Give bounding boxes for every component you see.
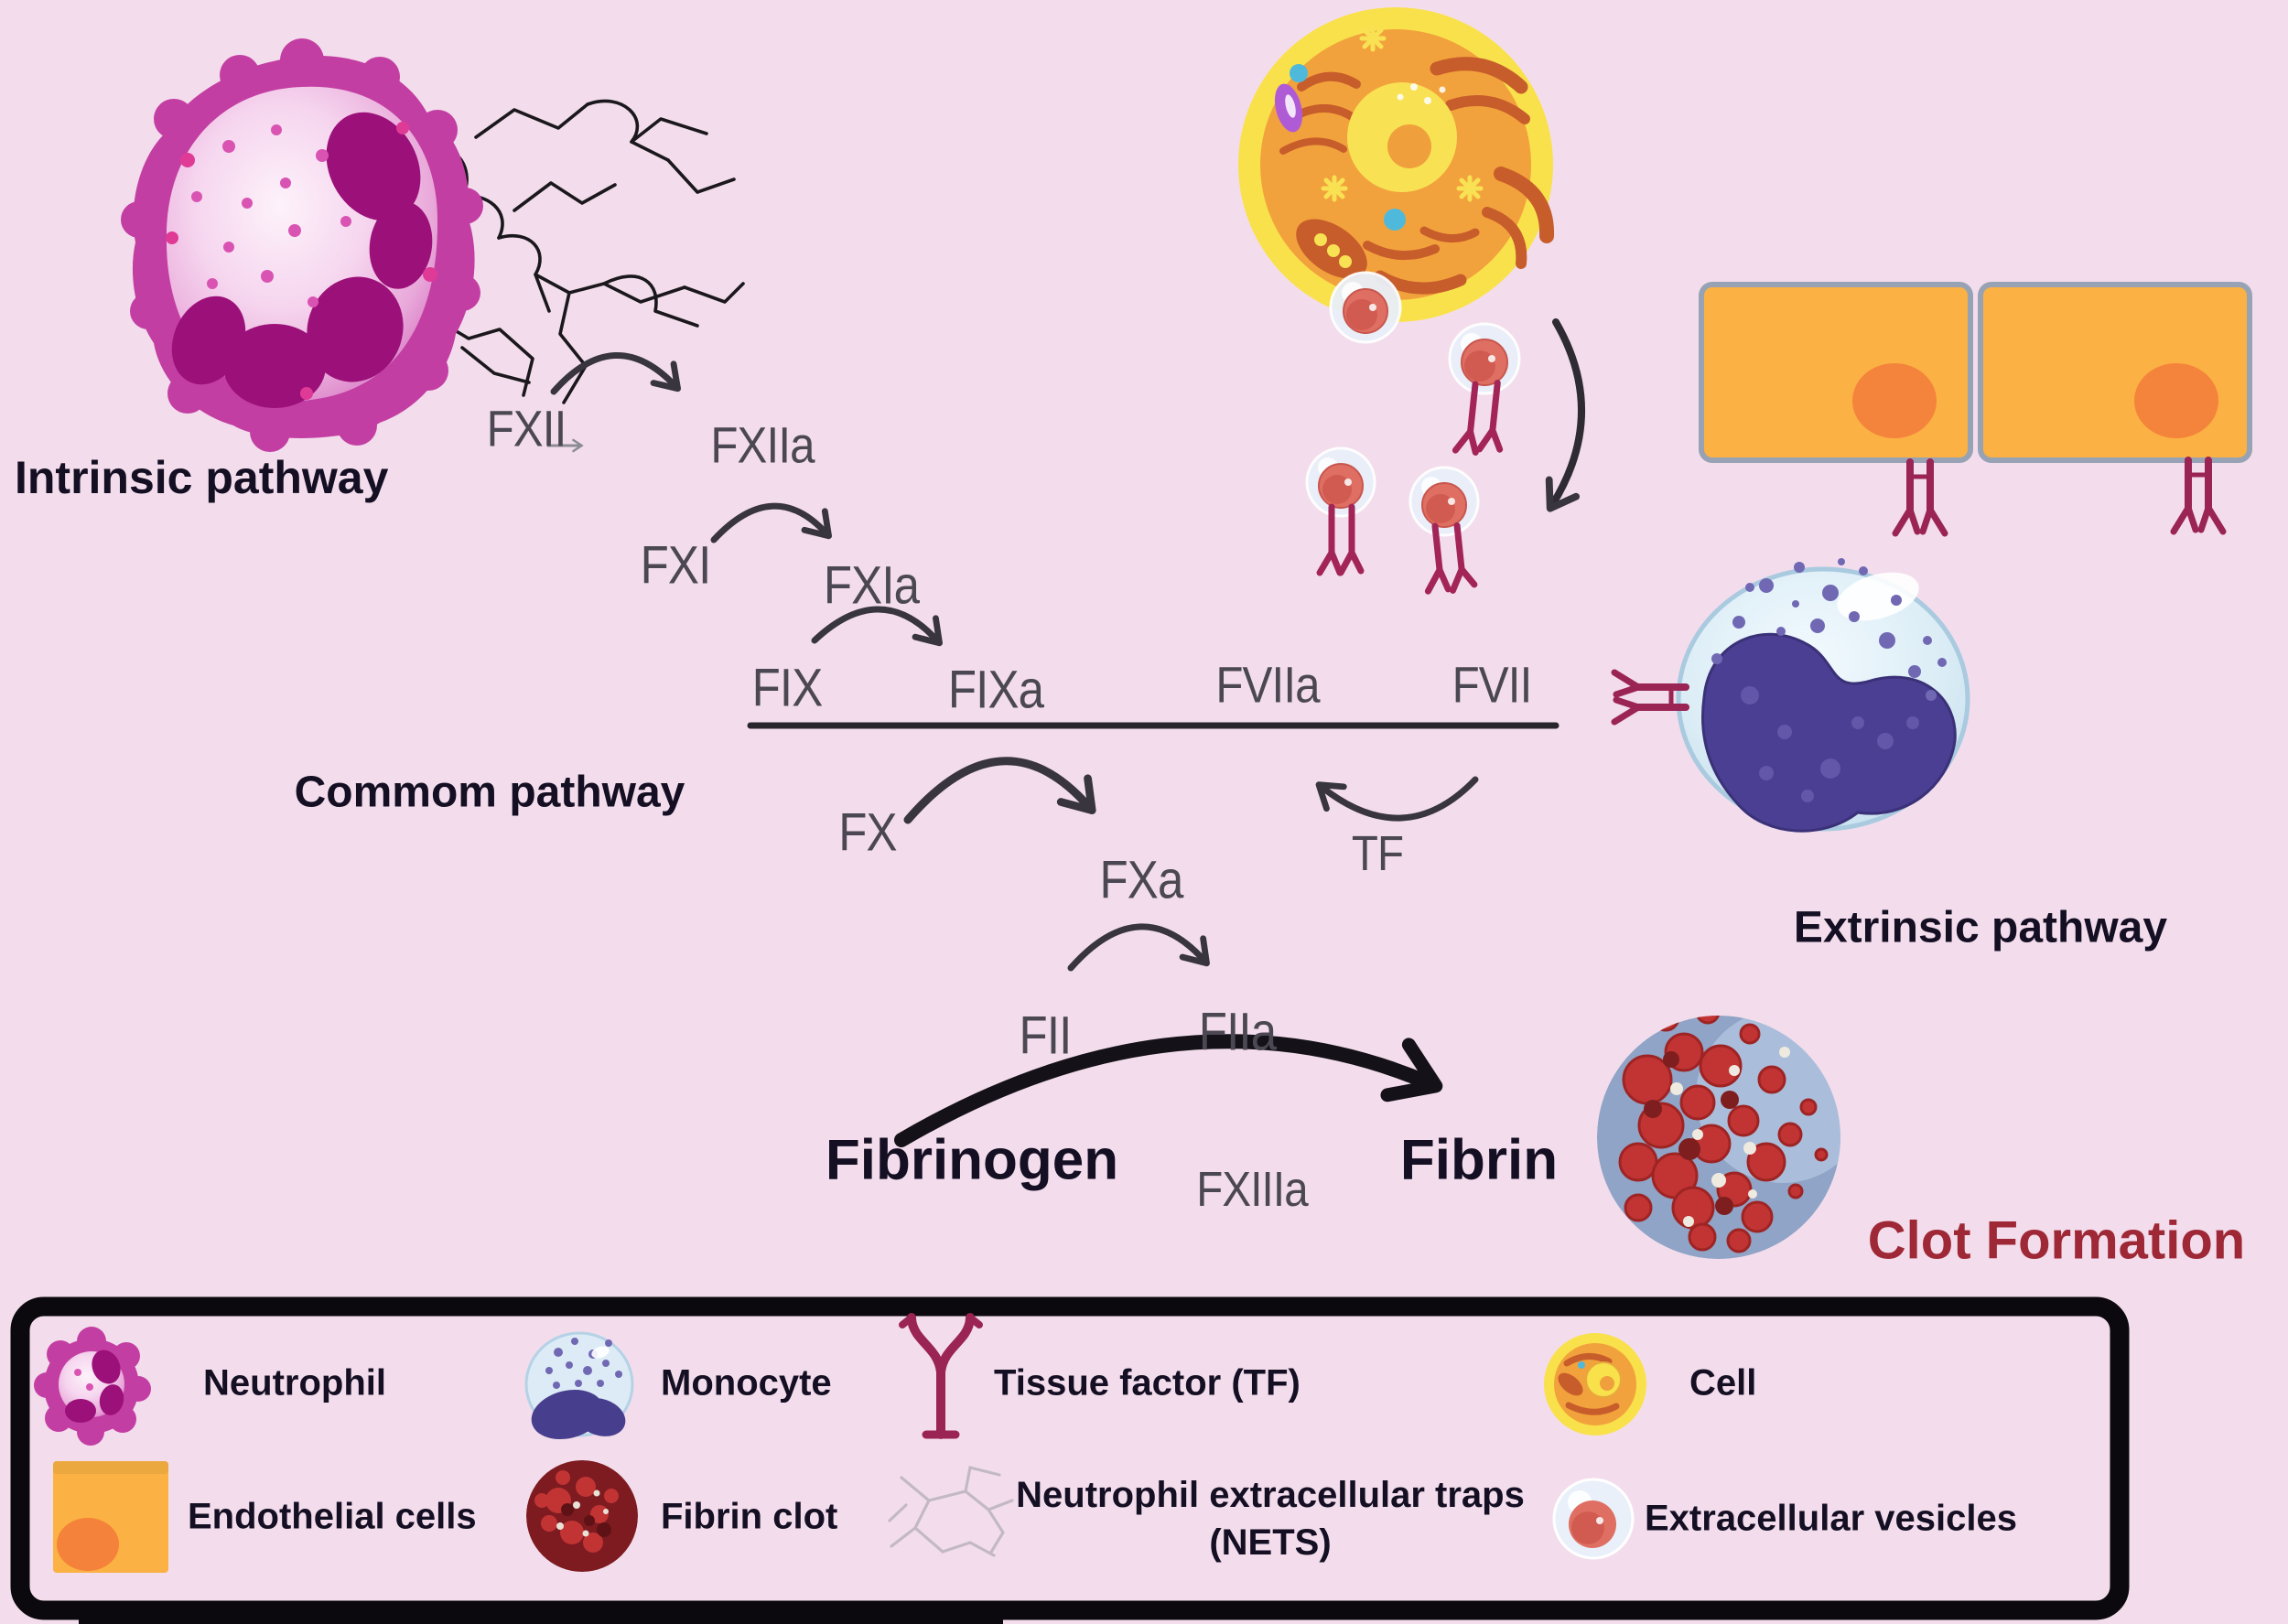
- arrow-fxa-fiia: [1067, 923, 1210, 972]
- factor-fxi: FXI: [640, 535, 712, 596]
- common-pathway-label: Commom pathway: [294, 768, 685, 817]
- neutrophil-nucleus: [171, 112, 433, 408]
- extrinsic-pathway-label: Extrinsic pathway: [1793, 903, 2168, 952]
- fibrin-clot-image: [1597, 1016, 1840, 1259]
- legend-label-extracellular-vesicles: Extracellular vesicles: [1645, 1498, 2017, 1539]
- factor-fxa: FXa: [1099, 850, 1184, 910]
- nets-icon: [888, 1466, 1014, 1557]
- extracellular-vesicles-icon: [1552, 1478, 1635, 1560]
- vesicle: [1305, 446, 1376, 576]
- legend-label-monocyte: Monocyte: [661, 1362, 832, 1404]
- factor-fxiiia: FXIIIa: [1196, 1162, 1308, 1217]
- extracellular-vesicles-group: [1305, 271, 1521, 595]
- factor-fxia: FXIa: [823, 555, 920, 616]
- factor-fvii: FVII: [1452, 655, 1533, 714]
- cell-release-arrow: [1545, 318, 1585, 512]
- cell-icon: [1544, 1333, 1646, 1436]
- arrow-fxii-fxiia: [550, 352, 682, 395]
- monocyte-nucleus: [1701, 632, 1957, 833]
- endothelial-cells-graphic: [1699, 282, 2252, 533]
- endothelial-cells-icon: [53, 1461, 168, 1573]
- vesicle: [1408, 466, 1480, 595]
- vesicle: [1448, 322, 1521, 456]
- monocyte-icon: [524, 1331, 634, 1440]
- legend-label-endothelial-cells: Endothelial cells: [188, 1496, 477, 1537]
- factor-fixa: FIXa: [947, 660, 1044, 720]
- arrow-tf-fviia: [1315, 776, 1479, 822]
- arrow-fxiia-fxia: [710, 502, 832, 543]
- vesicle: [1329, 271, 1402, 344]
- factor-tf: TF: [1351, 826, 1404, 881]
- fibrinogen-label: Fibrinogen: [825, 1128, 1119, 1192]
- legend-label-nets: Neutrophil extracellular traps (NETS): [1016, 1475, 1525, 1563]
- factor-fiia: FIIa: [1198, 1002, 1277, 1062]
- factor-fxii: FXII: [486, 399, 567, 457]
- cell-graphic: [1238, 7, 1555, 322]
- factor-fii: FII: [1019, 1006, 1073, 1066]
- legend-label-tissue-factor: Tissue factor (TF): [994, 1362, 1300, 1404]
- nets-web: [428, 99, 745, 404]
- fibrin-label: Fibrin: [1399, 1128, 1559, 1192]
- factor-fxiia: FXIIa: [710, 415, 815, 474]
- cell-star-organelles: [1321, 25, 1484, 202]
- monocyte-tissue-factor-receptor: [1614, 672, 1686, 722]
- neutrophil-icon: [34, 1327, 151, 1446]
- arrow-fxia-fixa: [811, 606, 943, 647]
- factor-fviia: FVIIa: [1215, 655, 1320, 714]
- factor-fx: FX: [838, 802, 897, 863]
- legend: [10, 1296, 2130, 1624]
- legend-label-cell: Cell: [1689, 1362, 1757, 1404]
- neutrophil-granules: [191, 124, 351, 307]
- monocyte-granules: [1711, 558, 1947, 701]
- tissue-factor-receptor: [1895, 462, 1945, 533]
- arrow-fibrinogen-fibrin: [894, 1034, 1443, 1147]
- cascade-arrows: [550, 352, 1479, 972]
- clot-formation-label: Clot Formation: [1867, 1210, 2246, 1271]
- monocyte-cell: [1614, 558, 1970, 833]
- legend-label-neutrophil: Neutrophil: [203, 1362, 386, 1404]
- tissue-factor-icon: [899, 1313, 983, 1439]
- arrow-fx-fxa: [903, 757, 1096, 824]
- intrinsic-pathway-label: Intrinsic pathway: [15, 452, 389, 503]
- legend-label-fibrin-clot: Fibrin clot: [661, 1496, 838, 1537]
- tissue-factor-receptor: [2174, 460, 2223, 532]
- fibrin-clot-icon: [526, 1460, 638, 1572]
- neutrophil-cell: [121, 38, 483, 452]
- factor-fix: FIX: [751, 658, 824, 718]
